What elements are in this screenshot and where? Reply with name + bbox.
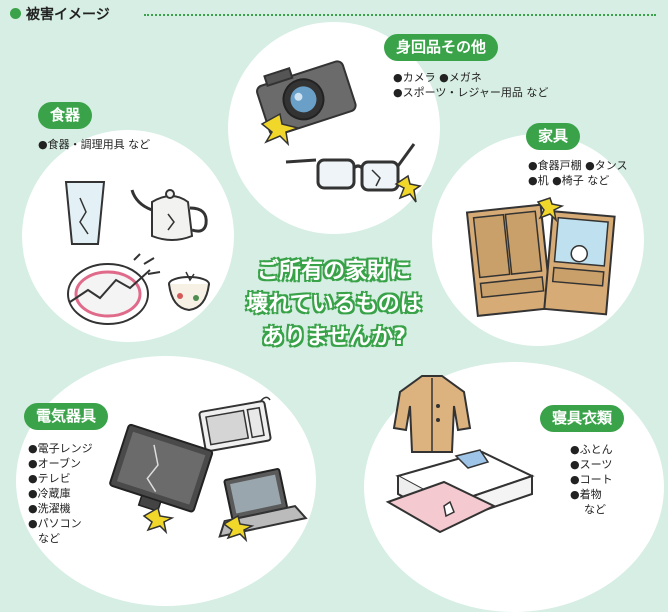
list-item: ●電子レンジ — [28, 442, 93, 455]
broken-glass-icon — [64, 181, 106, 245]
category-list-tableware: ●食器・調理用具 など — [38, 137, 150, 152]
list-item: ●洗濯機 — [28, 502, 71, 515]
list-item: ●机 ●椅子 など — [528, 174, 610, 187]
category-title-personal: 身回品その他 — [384, 34, 499, 61]
category-title-bedding: 寝具衣類 — [540, 405, 625, 432]
section-title: 被害イメージ — [26, 7, 110, 23]
laptop-icon — [218, 468, 308, 543]
glasses-icon — [285, 143, 422, 203]
list-item: ●着物 — [570, 488, 602, 501]
dotted-divider — [144, 14, 656, 16]
section-header: 被害イメージ — [10, 4, 660, 24]
list-item: ●オーブン — [28, 457, 81, 470]
category-list-personal: ●カメラ ●メガネ ●スポーツ・レジャー用品 など — [393, 70, 548, 100]
list-item: ●コート — [570, 473, 613, 486]
list-item: など — [584, 503, 606, 516]
tv-icon — [109, 423, 214, 535]
futon-icon — [385, 449, 535, 534]
list-item: ●テレビ — [28, 472, 71, 485]
list-item: ●カメラ ●メガネ — [393, 71, 482, 84]
broken-plates-icon — [67, 253, 161, 325]
list-item: ●スポーツ・レジャー用品 など — [393, 86, 549, 99]
list-item: ●パソコン — [28, 517, 82, 530]
category-title-tableware: 食器 — [38, 102, 93, 129]
category-list-bedding: ●ふとん ●スーツ ●コート ●着物 など — [570, 442, 613, 517]
list-item: ●食器・調理用具 など — [38, 138, 151, 151]
list-item: ●冷蔵庫 — [28, 487, 71, 500]
bullet-dot-icon — [10, 8, 21, 19]
list-item: ●ふとん — [570, 443, 613, 456]
center-message-line: 壊れているものは — [246, 292, 422, 317]
list-item: ●スーツ — [570, 458, 613, 471]
cabinet-icon — [465, 197, 616, 317]
category-list-furniture: ●食器戸棚 ●タンス ●机 ●椅子 など — [528, 158, 627, 188]
camera-icon — [256, 60, 357, 147]
category-title-appliances: 電気器具 — [24, 403, 109, 430]
center-message-line: ご所有の家財に — [256, 259, 411, 284]
center-message-line: ありませんか? — [261, 325, 407, 350]
category-title-furniture: 家具 — [526, 123, 581, 150]
list-item: ●食器戸棚 ●タンス — [528, 159, 628, 172]
list-item: など — [38, 532, 60, 545]
center-message: ご所有の家財に 壊れているものは ありませんか? — [228, 255, 440, 354]
microwave-icon — [198, 396, 272, 453]
category-list-appliances: ●電子レンジ ●オーブン ●テレビ ●冷蔵庫 ●洗濯機 ●パソコン など — [28, 441, 93, 546]
teapot-icon — [130, 189, 208, 241]
coat-icon — [392, 375, 472, 453]
bowl-icon — [168, 271, 210, 312]
